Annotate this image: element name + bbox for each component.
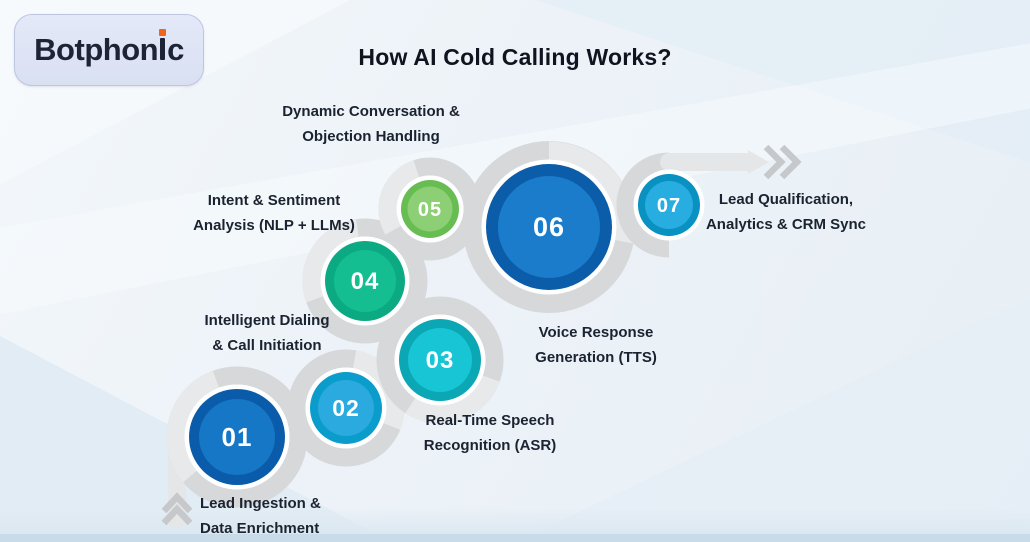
label-line: Lead Ingestion & <box>200 495 321 512</box>
label-line: Objection Handling <box>302 128 440 145</box>
step-number: 03 <box>426 347 455 374</box>
node-inner-circle <box>199 399 275 475</box>
node-inner-circle <box>498 176 600 278</box>
step-number: 02 <box>332 395 360 421</box>
step-node-05: 05 <box>396 175 464 243</box>
bottom-blue-strip <box>0 534 1030 542</box>
step-node-06: 06 <box>481 159 617 295</box>
path-end-tail <box>660 144 802 180</box>
step-number: 01 <box>222 422 253 452</box>
node-inner-circle <box>334 250 396 312</box>
step-node-03: 03 <box>394 314 486 406</box>
label-line: Recognition (ASR) <box>423 437 557 454</box>
ring-highlight <box>376 296 504 424</box>
logo-text-part1: Botphon <box>34 32 159 67</box>
end-chevron-right-icon <box>763 144 786 180</box>
start-chevron-up-icon <box>161 504 193 526</box>
ring-highlight <box>166 366 308 508</box>
step-node-01: 01 <box>184 384 290 490</box>
end-chevron-right-icon <box>779 144 802 180</box>
label-step-06: Voice Response Generation (TTS) <box>535 320 657 370</box>
label-line: Voice Response <box>538 324 654 341</box>
step-number: 04 <box>351 268 380 295</box>
step-node-07: 07 <box>633 169 705 241</box>
label-line: Lead Qualification, <box>718 191 854 208</box>
step-node-04: 04 <box>320 236 410 326</box>
page-title: How AI Cold Calling Works? <box>358 44 672 70</box>
logo-letter-i <box>159 29 167 60</box>
step-number: 06 <box>533 212 565 242</box>
node-inner-circle <box>318 380 374 436</box>
label-line: & Call Initiation <box>212 337 322 354</box>
label-line: Real-Time Speech <box>425 412 555 429</box>
ring-highlight <box>287 349 405 467</box>
label-line: Analysis (NLP + LLMs) <box>193 217 355 234</box>
end-arrowhead-icon <box>748 150 769 174</box>
node-inner-circle <box>407 186 453 232</box>
label-step-01: Lead Ingestion & Data Enrichment <box>200 491 321 541</box>
label-step-02: Intelligent Dialing & Call Initiation <box>204 308 329 358</box>
label-line: Dynamic Conversation & <box>282 103 460 120</box>
ring-highlight <box>302 218 428 344</box>
process-path-rings <box>166 141 670 508</box>
label-line: Intent & Sentiment <box>207 192 341 209</box>
step-number: 07 <box>657 195 681 217</box>
step-node-02: 02 <box>305 367 387 449</box>
label-line: Generation (TTS) <box>535 349 657 366</box>
label-line: Data Enrichment <box>200 520 320 537</box>
label-step-03: Real-Time Speech Recognition (ASR) <box>424 408 557 458</box>
start-chevron-up-icon <box>161 492 193 514</box>
node-inner-circle <box>645 181 693 229</box>
step-number: 05 <box>418 199 442 221</box>
label-line: Intelligent Dialing <box>204 312 330 329</box>
label-step-04: Intent & Sentiment Analysis (NLP + LLMs) <box>193 188 355 238</box>
logo-text-part2: c <box>167 32 184 67</box>
label-step-07: Lead Qualification, Analytics & CRM Sync <box>706 187 866 237</box>
ring-highlight <box>378 157 482 261</box>
node-inner-circle <box>408 328 472 392</box>
label-step-05: Dynamic Conversation & Objection Handlin… <box>282 99 460 149</box>
logo-i-stem <box>160 38 166 60</box>
logo-i-orange-dot-icon <box>159 29 167 36</box>
ring-step-07 <box>616 152 670 258</box>
label-line: Analytics & CRM Sync <box>705 216 867 233</box>
